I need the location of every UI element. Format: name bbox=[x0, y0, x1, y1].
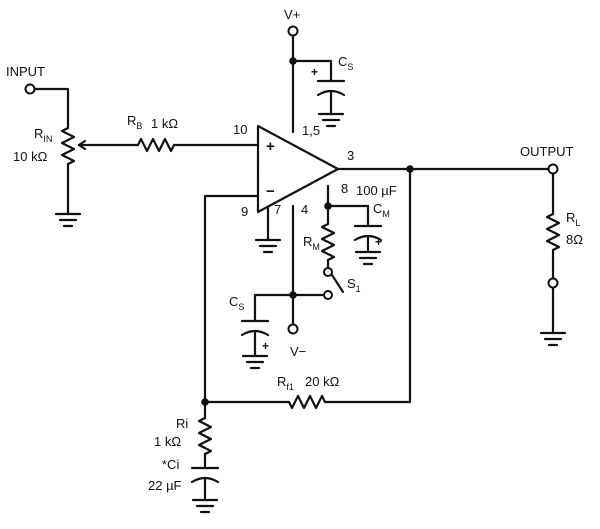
rl-label: RL bbox=[566, 210, 580, 228]
vminus-label: V− bbox=[290, 344, 306, 359]
rin-ground-icon bbox=[54, 212, 82, 228]
rf1-label: Rf1 bbox=[277, 374, 294, 392]
rl-value: 8Ω bbox=[566, 232, 583, 247]
cm-wire bbox=[326, 204, 370, 228]
input-wire bbox=[33, 87, 70, 130]
ri-label: Ri bbox=[176, 416, 188, 431]
op-amp: + − 10 9 1,5 3 7 4 8 bbox=[233, 122, 354, 219]
cm-ground-icon bbox=[354, 250, 382, 266]
feedback-return-wire bbox=[323, 167, 412, 404]
cs-top-wire bbox=[291, 59, 333, 83]
noninverting-sign: + bbox=[266, 138, 275, 155]
pin-vminus: 4 bbox=[301, 202, 308, 217]
op-amp-triangle bbox=[256, 124, 340, 214]
rl-ground-icon bbox=[539, 331, 567, 347]
rin-value: 10 kΩ bbox=[13, 149, 48, 164]
cs-bottom-polarity: + bbox=[262, 339, 269, 353]
cs-top-capacitor: + CS bbox=[311, 54, 353, 128]
rf1-value: 20 kΩ bbox=[305, 374, 340, 389]
vplus-rail: V+ bbox=[284, 7, 333, 134]
ci-label: *Ci bbox=[162, 457, 179, 472]
pin-ground: 7 bbox=[274, 202, 281, 217]
s1-upper-contact bbox=[323, 267, 333, 277]
s1-switch-blade bbox=[330, 273, 345, 294]
rb-value: 1 kΩ bbox=[151, 116, 178, 131]
cs-top-polarity: + bbox=[311, 65, 318, 79]
cm-label: CM bbox=[373, 201, 390, 219]
inverting-sign: − bbox=[266, 183, 275, 200]
cs-bottom-label: CS bbox=[229, 294, 244, 312]
rin-resistor bbox=[60, 126, 76, 166]
pin-supply: 1,5 bbox=[302, 123, 320, 138]
output-terminal bbox=[547, 163, 559, 175]
rm-resistor bbox=[320, 222, 336, 262]
rf1-resistor bbox=[287, 394, 327, 410]
cm-polarity: + bbox=[375, 235, 382, 249]
vminus-terminal bbox=[287, 323, 299, 335]
output-label: OUTPUT bbox=[520, 144, 574, 159]
pin-inv: 9 bbox=[241, 204, 248, 219]
vminus-section: V− + CS bbox=[229, 204, 333, 370]
ri-value: 1 kΩ bbox=[154, 434, 181, 449]
vplus-terminal bbox=[287, 25, 299, 37]
rb-label: RB bbox=[127, 113, 142, 131]
pin7-ground bbox=[254, 205, 282, 254]
inverting-input-wire bbox=[203, 194, 260, 404]
pin-output: 3 bbox=[347, 148, 354, 163]
input-terminal bbox=[24, 83, 36, 95]
input-section: INPUT RIN 10 kΩ RB 1 kΩ bbox=[6, 64, 260, 228]
pin-bypass: 8 bbox=[341, 181, 348, 196]
cm-section: + 100 µF CM RM S1 bbox=[303, 183, 397, 294]
cs-bottom-ground-icon bbox=[241, 354, 269, 370]
rl-resistor bbox=[545, 212, 561, 252]
s1-lower-contact bbox=[323, 290, 333, 300]
ri-resistor bbox=[197, 416, 213, 456]
feedback-section: Rf1 20 kΩ Ri 1 kΩ *Ci 22 µF bbox=[148, 167, 412, 514]
cs-top-ground-icon bbox=[317, 112, 345, 128]
pin7-ground-icon bbox=[254, 238, 282, 254]
ci-ground-icon bbox=[191, 498, 219, 514]
output-section: OUTPUT RL 8Ω bbox=[336, 144, 583, 347]
ci-value: 22 µF bbox=[148, 478, 182, 493]
s1-label: S1 bbox=[347, 276, 361, 294]
cm-value: 100 µF bbox=[356, 183, 397, 198]
pin-noninv: 10 bbox=[233, 122, 247, 137]
rin-label: RIN bbox=[34, 126, 52, 144]
rm-label: RM bbox=[303, 234, 320, 252]
vplus-label: V+ bbox=[284, 7, 300, 22]
cs-bottom-wire bbox=[253, 293, 295, 323]
rb-resistor bbox=[136, 137, 176, 153]
cs-top-label: CS bbox=[338, 54, 353, 72]
rl-bottom-terminal bbox=[547, 277, 559, 289]
input-label: INPUT bbox=[6, 64, 45, 79]
